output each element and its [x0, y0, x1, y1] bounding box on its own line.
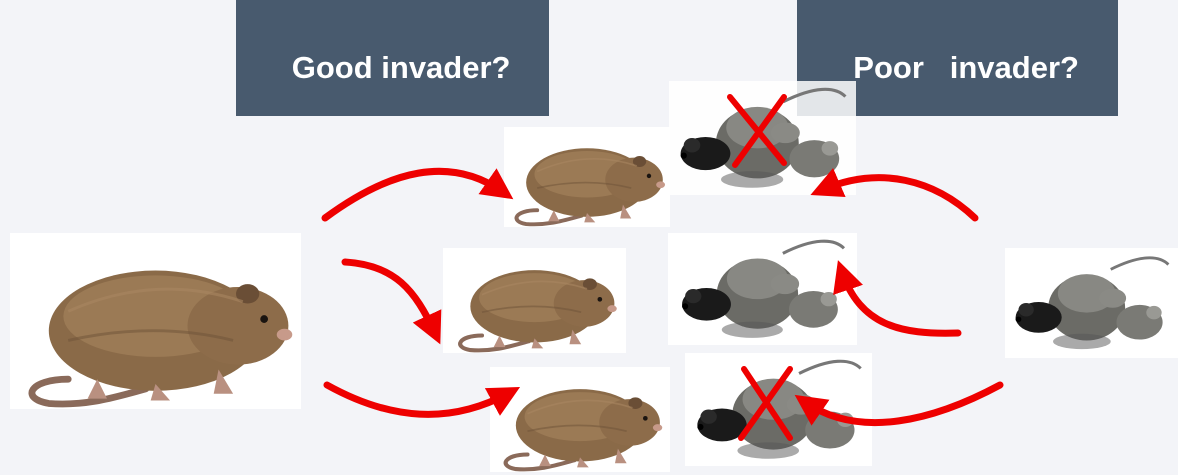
arrow-to-bottom-mice — [805, 385, 1000, 423]
arrow-to-top-mice — [822, 178, 975, 218]
arrow-to-middle-rodent — [345, 262, 435, 333]
arrow-to-top-rodent — [325, 171, 503, 218]
arrow-to-bottom-rodent — [327, 385, 509, 414]
arrow-to-middle-mice — [842, 272, 958, 333]
